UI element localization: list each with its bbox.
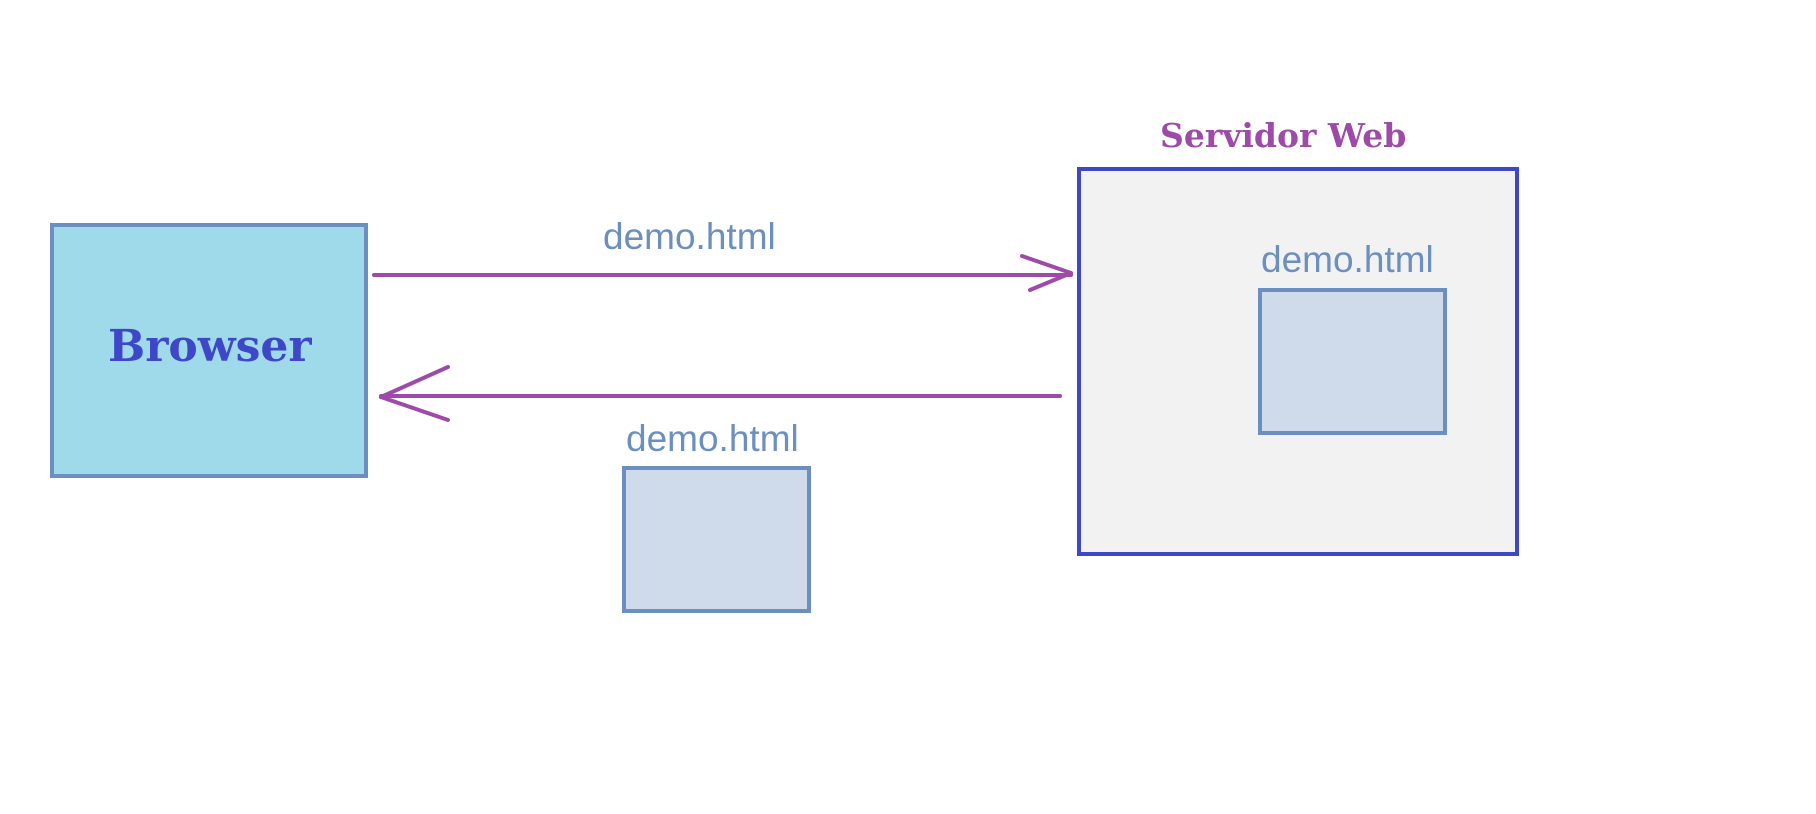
response-document	[622, 466, 811, 613]
server-document	[1258, 288, 1447, 435]
response-arrow	[379, 365, 1062, 422]
response-document-label: demo.html	[626, 418, 799, 459]
request-label: demo.html	[603, 216, 776, 257]
server-document-label: demo.html	[1261, 239, 1434, 280]
browser-label: Browser	[108, 321, 312, 372]
server-title: Servidor Web	[1160, 116, 1407, 155]
browser-node	[50, 223, 368, 478]
request-arrow	[372, 254, 1073, 292]
